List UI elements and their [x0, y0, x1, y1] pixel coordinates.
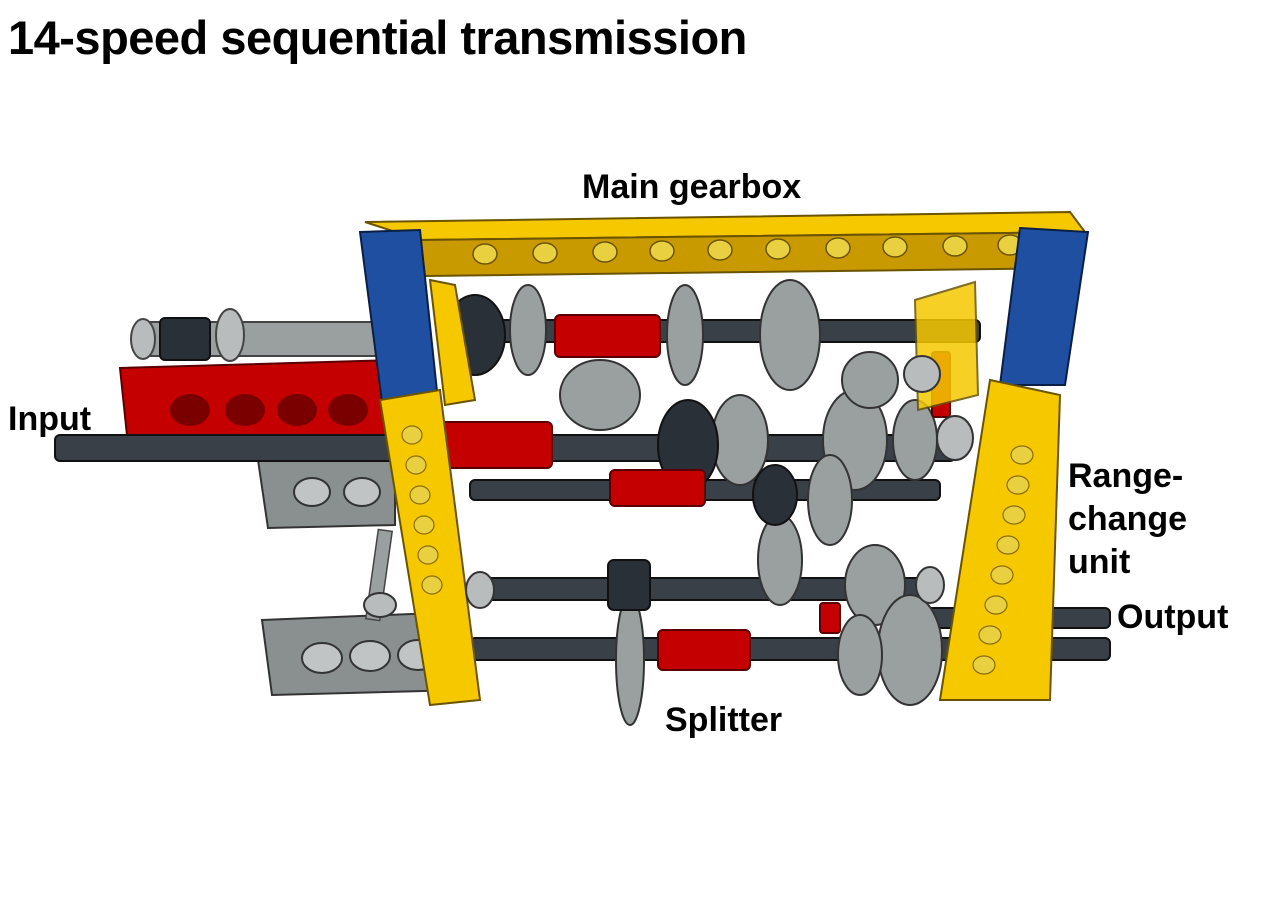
label-range-change-line2: change: [1068, 500, 1188, 538]
left-gray-plates: [256, 453, 464, 697]
bushings: [363, 355, 974, 618]
label-range-change-line1: Range-: [1068, 457, 1184, 495]
diagram-title: 14-speed sequential transmission: [8, 11, 747, 64]
label-range-change-unit: Range- change unit: [1068, 455, 1248, 584]
label-range-change-line3: unit: [1068, 543, 1131, 581]
input-upper-axle: [130, 308, 396, 362]
label-output: Output: [1117, 598, 1229, 636]
label-input: Input: [8, 400, 92, 438]
gears: [444, 279, 943, 726]
blue-uprights: [358, 226, 1090, 427]
label-main-gearbox: Main gearbox: [582, 168, 802, 206]
label-splitter: Splitter: [665, 701, 783, 739]
main-gearbox-top-beam: [364, 210, 1087, 278]
